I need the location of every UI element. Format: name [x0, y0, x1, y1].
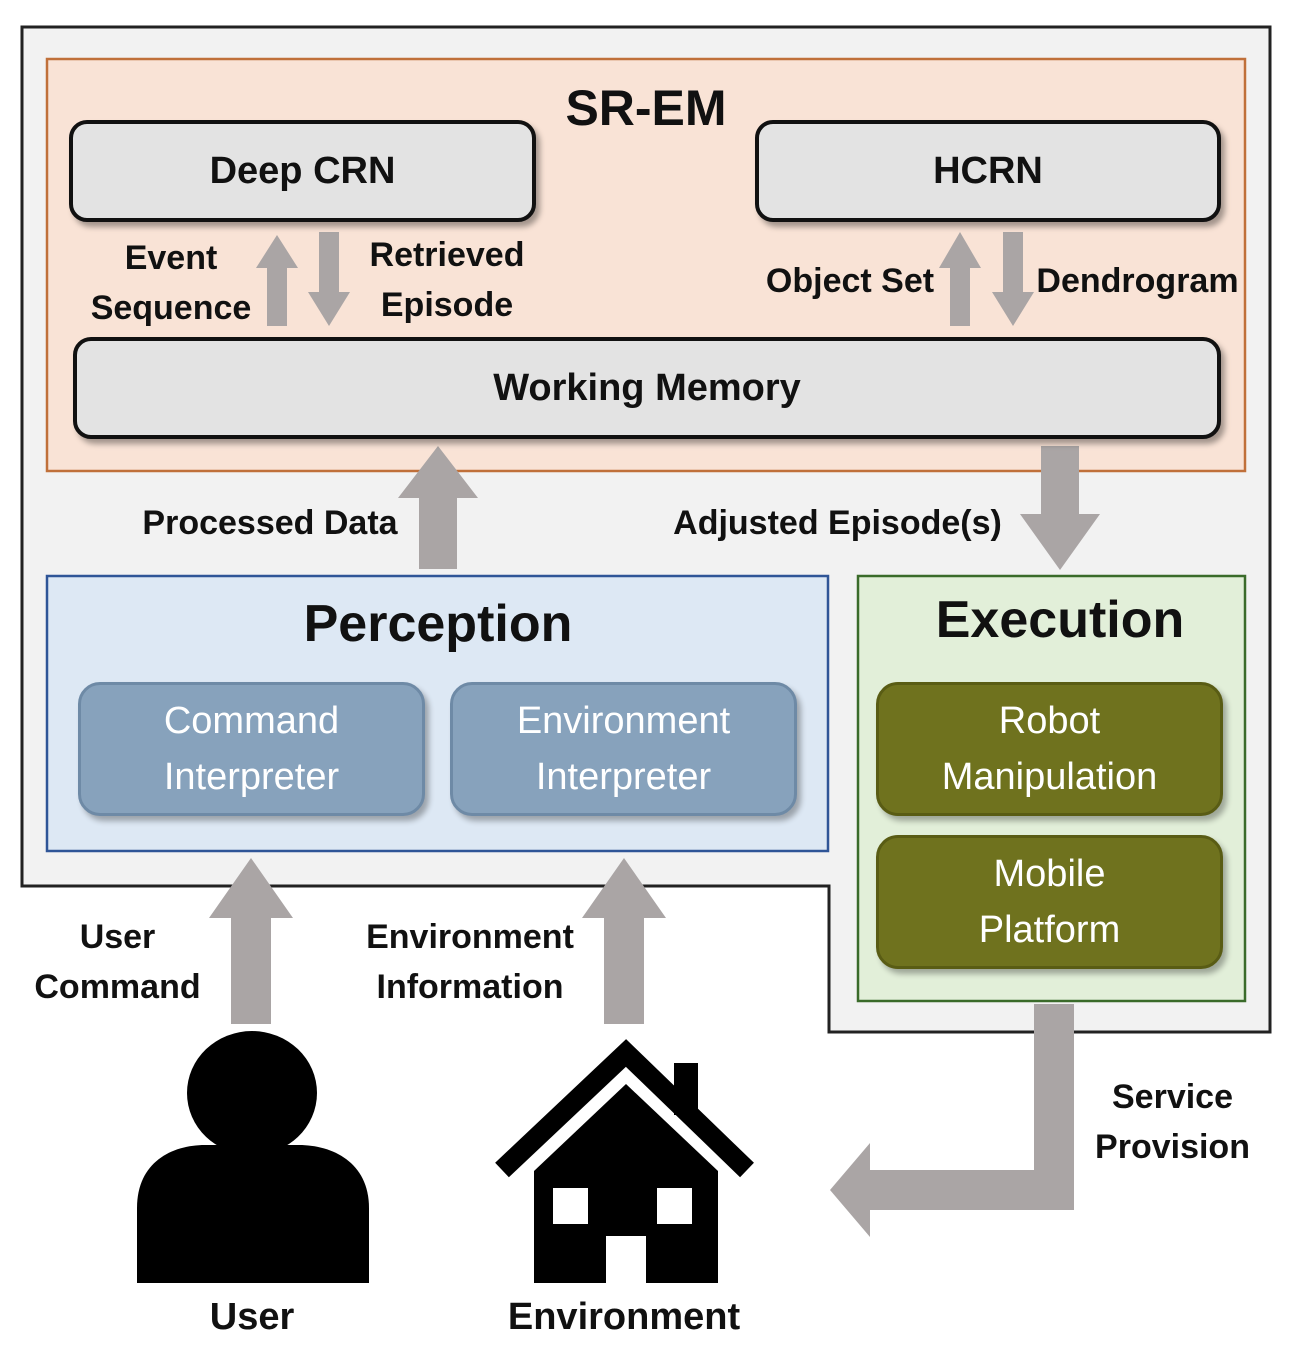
- user-command-label: User Command: [34, 918, 201, 1006]
- environment-label: Environment: [507, 1296, 741, 1338]
- perception-title: Perception: [303, 595, 573, 653]
- srem-title: SR-EM: [565, 80, 727, 136]
- adjusted-episodes-label: Adjusted Episode(s): [673, 504, 1002, 542]
- robot-manipulation-box: Robot Manipulation: [876, 682, 1223, 816]
- processed-data-label: Processed Data: [142, 504, 398, 542]
- dendrogram-arrow: [992, 232, 1034, 326]
- service-provision-label: Service Provision: [1095, 1078, 1250, 1166]
- hcrn-box: HCRN: [755, 120, 1221, 222]
- retrieved-episode-label: Retrieved Episode: [369, 236, 525, 324]
- user-label: User: [209, 1296, 295, 1338]
- house-icon: [495, 1039, 754, 1283]
- execution-title: Execution: [935, 591, 1185, 649]
- environment-information-arrow: [582, 858, 666, 1024]
- processed-data-arrow: [398, 446, 478, 569]
- dendrogram-label: Dendrogram: [1036, 262, 1239, 300]
- event-sequence-arrow: [256, 235, 298, 326]
- mobile-platform-box: Mobile Platform: [876, 835, 1223, 969]
- object-set-arrow: [939, 232, 981, 326]
- environment-information-label: Environment Information: [366, 918, 574, 1006]
- working-memory-box: Working Memory: [73, 337, 1221, 439]
- retrieved-episode-arrow: [308, 232, 350, 326]
- environment-interpreter-box: Environment Interpreter: [450, 682, 797, 816]
- service-provision-arrow: [830, 1004, 1074, 1237]
- event-sequence-label: Event Sequence: [90, 239, 252, 327]
- deep-crn-box: Deep CRN: [69, 120, 536, 222]
- command-interpreter-box: Command Interpreter: [78, 682, 425, 816]
- user-icon: [137, 1031, 369, 1283]
- object-set-label: Object Set: [765, 262, 935, 300]
- user-command-arrow: [209, 858, 293, 1024]
- adjusted-episodes-arrow: [1020, 446, 1100, 570]
